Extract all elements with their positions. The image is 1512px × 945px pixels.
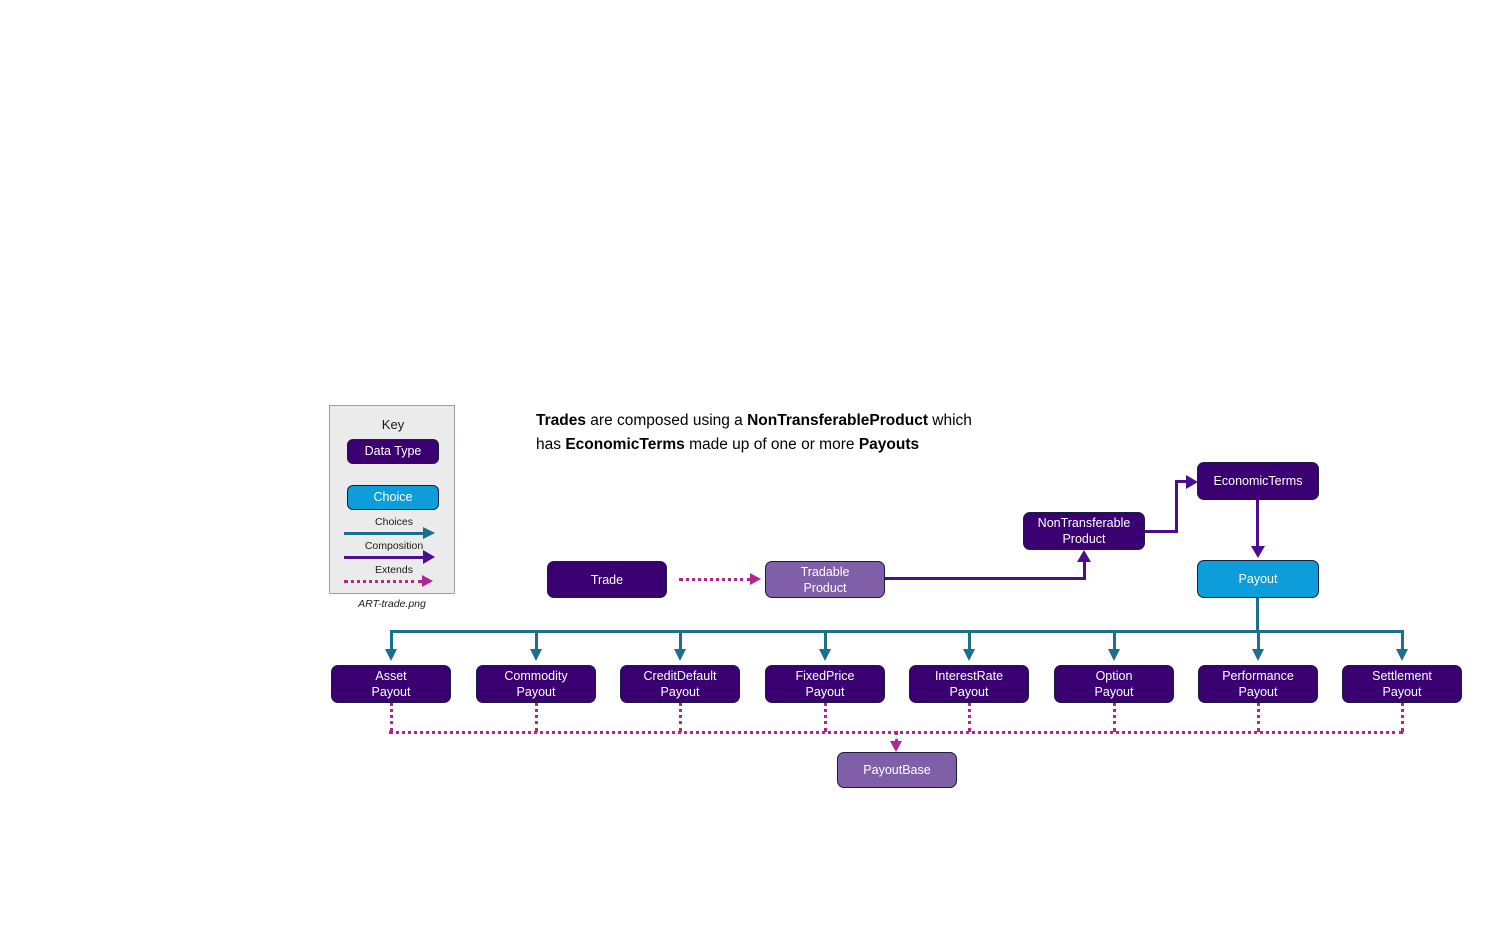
extends-leg-option bbox=[1113, 702, 1116, 732]
key-swatch-data-type: Data Type bbox=[347, 439, 439, 464]
bus-arrowhead-fixedprice-icon bbox=[819, 649, 831, 661]
bus-leg-asset bbox=[390, 630, 393, 650]
edge-tradableproduct-composition-v bbox=[1083, 562, 1086, 580]
extends-leg-interestrate bbox=[968, 702, 971, 732]
bus-leg-option bbox=[1113, 630, 1116, 650]
node-commodity-payout[interactable]: Commodity Payout bbox=[476, 665, 596, 703]
node-asset-payout[interactable]: Asset Payout bbox=[331, 665, 451, 703]
extends-arrowhead-payoutbase-icon bbox=[890, 741, 902, 752]
node-trade[interactable]: Trade bbox=[547, 561, 667, 598]
bus-arrowhead-interestrate-icon bbox=[963, 649, 975, 661]
node-creditdefault-payout[interactable]: CreditDefault Payout bbox=[620, 665, 740, 703]
key-line-choices bbox=[344, 532, 424, 535]
node-performance-payout[interactable]: Performance Payout bbox=[1198, 665, 1318, 703]
headline-ntp: NonTransferableProduct bbox=[747, 412, 928, 429]
headline-payouts: Payouts bbox=[858, 436, 920, 453]
key-title: Key bbox=[381, 417, 405, 432]
extends-leg-asset bbox=[390, 702, 393, 732]
node-economic-terms[interactable]: EconomicTerms bbox=[1197, 462, 1319, 500]
headline-economicterms: EconomicTerms bbox=[565, 436, 685, 453]
choices-bus-horizontal bbox=[391, 630, 1403, 633]
node-payout[interactable]: Payout bbox=[1197, 560, 1319, 598]
bus-leg-interestrate bbox=[968, 630, 971, 650]
extends-leg-fixedprice bbox=[824, 702, 827, 732]
key-caption: ART-trade.png bbox=[358, 598, 426, 610]
edge-payout-arrowhead-icon bbox=[1251, 546, 1265, 558]
edge-economicterms-arrowhead-icon bbox=[1186, 475, 1198, 489]
edge-payout-to-bus bbox=[1256, 597, 1259, 631]
edge-trade-extends-arrowhead-icon bbox=[750, 573, 761, 585]
node-option-payout[interactable]: Option Payout bbox=[1054, 665, 1174, 703]
headline-text-1: are composed using a bbox=[585, 412, 748, 429]
node-interestrate-payout[interactable]: InterestRate Payout bbox=[909, 665, 1029, 703]
extends-leg-settlement bbox=[1401, 702, 1404, 732]
extends-leg-creditdefault bbox=[679, 702, 682, 732]
headline-text-4: made up of one or more bbox=[684, 436, 859, 453]
bus-leg-commodity bbox=[535, 630, 538, 650]
key-arrowhead-extends-icon bbox=[422, 575, 433, 587]
edge-trade-extends-tradableproduct bbox=[679, 578, 751, 581]
headline-text-3: has bbox=[536, 436, 566, 453]
key-label-composition: Composition bbox=[364, 540, 424, 552]
key-label-choices: Choices bbox=[375, 516, 413, 528]
key-arrowhead-choices-icon bbox=[423, 527, 435, 539]
bus-leg-settlement bbox=[1401, 630, 1404, 650]
bus-arrowhead-performance-icon bbox=[1252, 649, 1264, 661]
key-swatch-choice: Choice bbox=[347, 485, 439, 510]
node-payout-base[interactable]: PayoutBase bbox=[837, 752, 957, 788]
edge-ntp-composition-h1 bbox=[1143, 530, 1178, 533]
bus-leg-performance bbox=[1257, 630, 1260, 650]
edge-economicterms-payout-v bbox=[1256, 499, 1259, 547]
page-title: Trades are composed using a NonTransfera… bbox=[536, 409, 1096, 457]
key-legend-panel: Key Data Type Choice Choices Composition… bbox=[329, 405, 455, 594]
key-line-extends bbox=[344, 580, 422, 583]
extends-leg-commodity bbox=[535, 702, 538, 732]
key-label-extends: Extends bbox=[375, 564, 413, 576]
bus-leg-creditdefault bbox=[679, 630, 682, 650]
edge-ntp-arrowhead-icon bbox=[1077, 550, 1091, 562]
headline-text-2: which bbox=[927, 412, 972, 429]
bus-arrowhead-settlement-icon bbox=[1396, 649, 1408, 661]
key-line-composition bbox=[344, 556, 424, 559]
node-non-transferable-product[interactable]: NonTransferable Product bbox=[1023, 512, 1145, 550]
extends-bus-to-payoutbase bbox=[895, 731, 898, 743]
bus-arrowhead-option-icon bbox=[1108, 649, 1120, 661]
bus-arrowhead-commodity-icon bbox=[530, 649, 542, 661]
edge-tradableproduct-composition-h bbox=[885, 577, 1086, 580]
headline-trades: Trades bbox=[536, 412, 586, 429]
edge-ntp-composition-h2 bbox=[1175, 480, 1191, 483]
edge-ntp-composition-v bbox=[1175, 481, 1178, 533]
bus-arrowhead-asset-icon bbox=[385, 649, 397, 661]
bus-arrowhead-creditdefault-icon bbox=[674, 649, 686, 661]
extends-leg-performance bbox=[1257, 702, 1260, 732]
key-arrowhead-composition-icon bbox=[423, 550, 435, 564]
node-settlement-payout[interactable]: Settlement Payout bbox=[1342, 665, 1462, 703]
node-fixedprice-payout[interactable]: FixedPrice Payout bbox=[765, 665, 885, 703]
bus-leg-fixedprice bbox=[824, 630, 827, 650]
node-tradable-product[interactable]: Tradable Product bbox=[765, 561, 885, 598]
